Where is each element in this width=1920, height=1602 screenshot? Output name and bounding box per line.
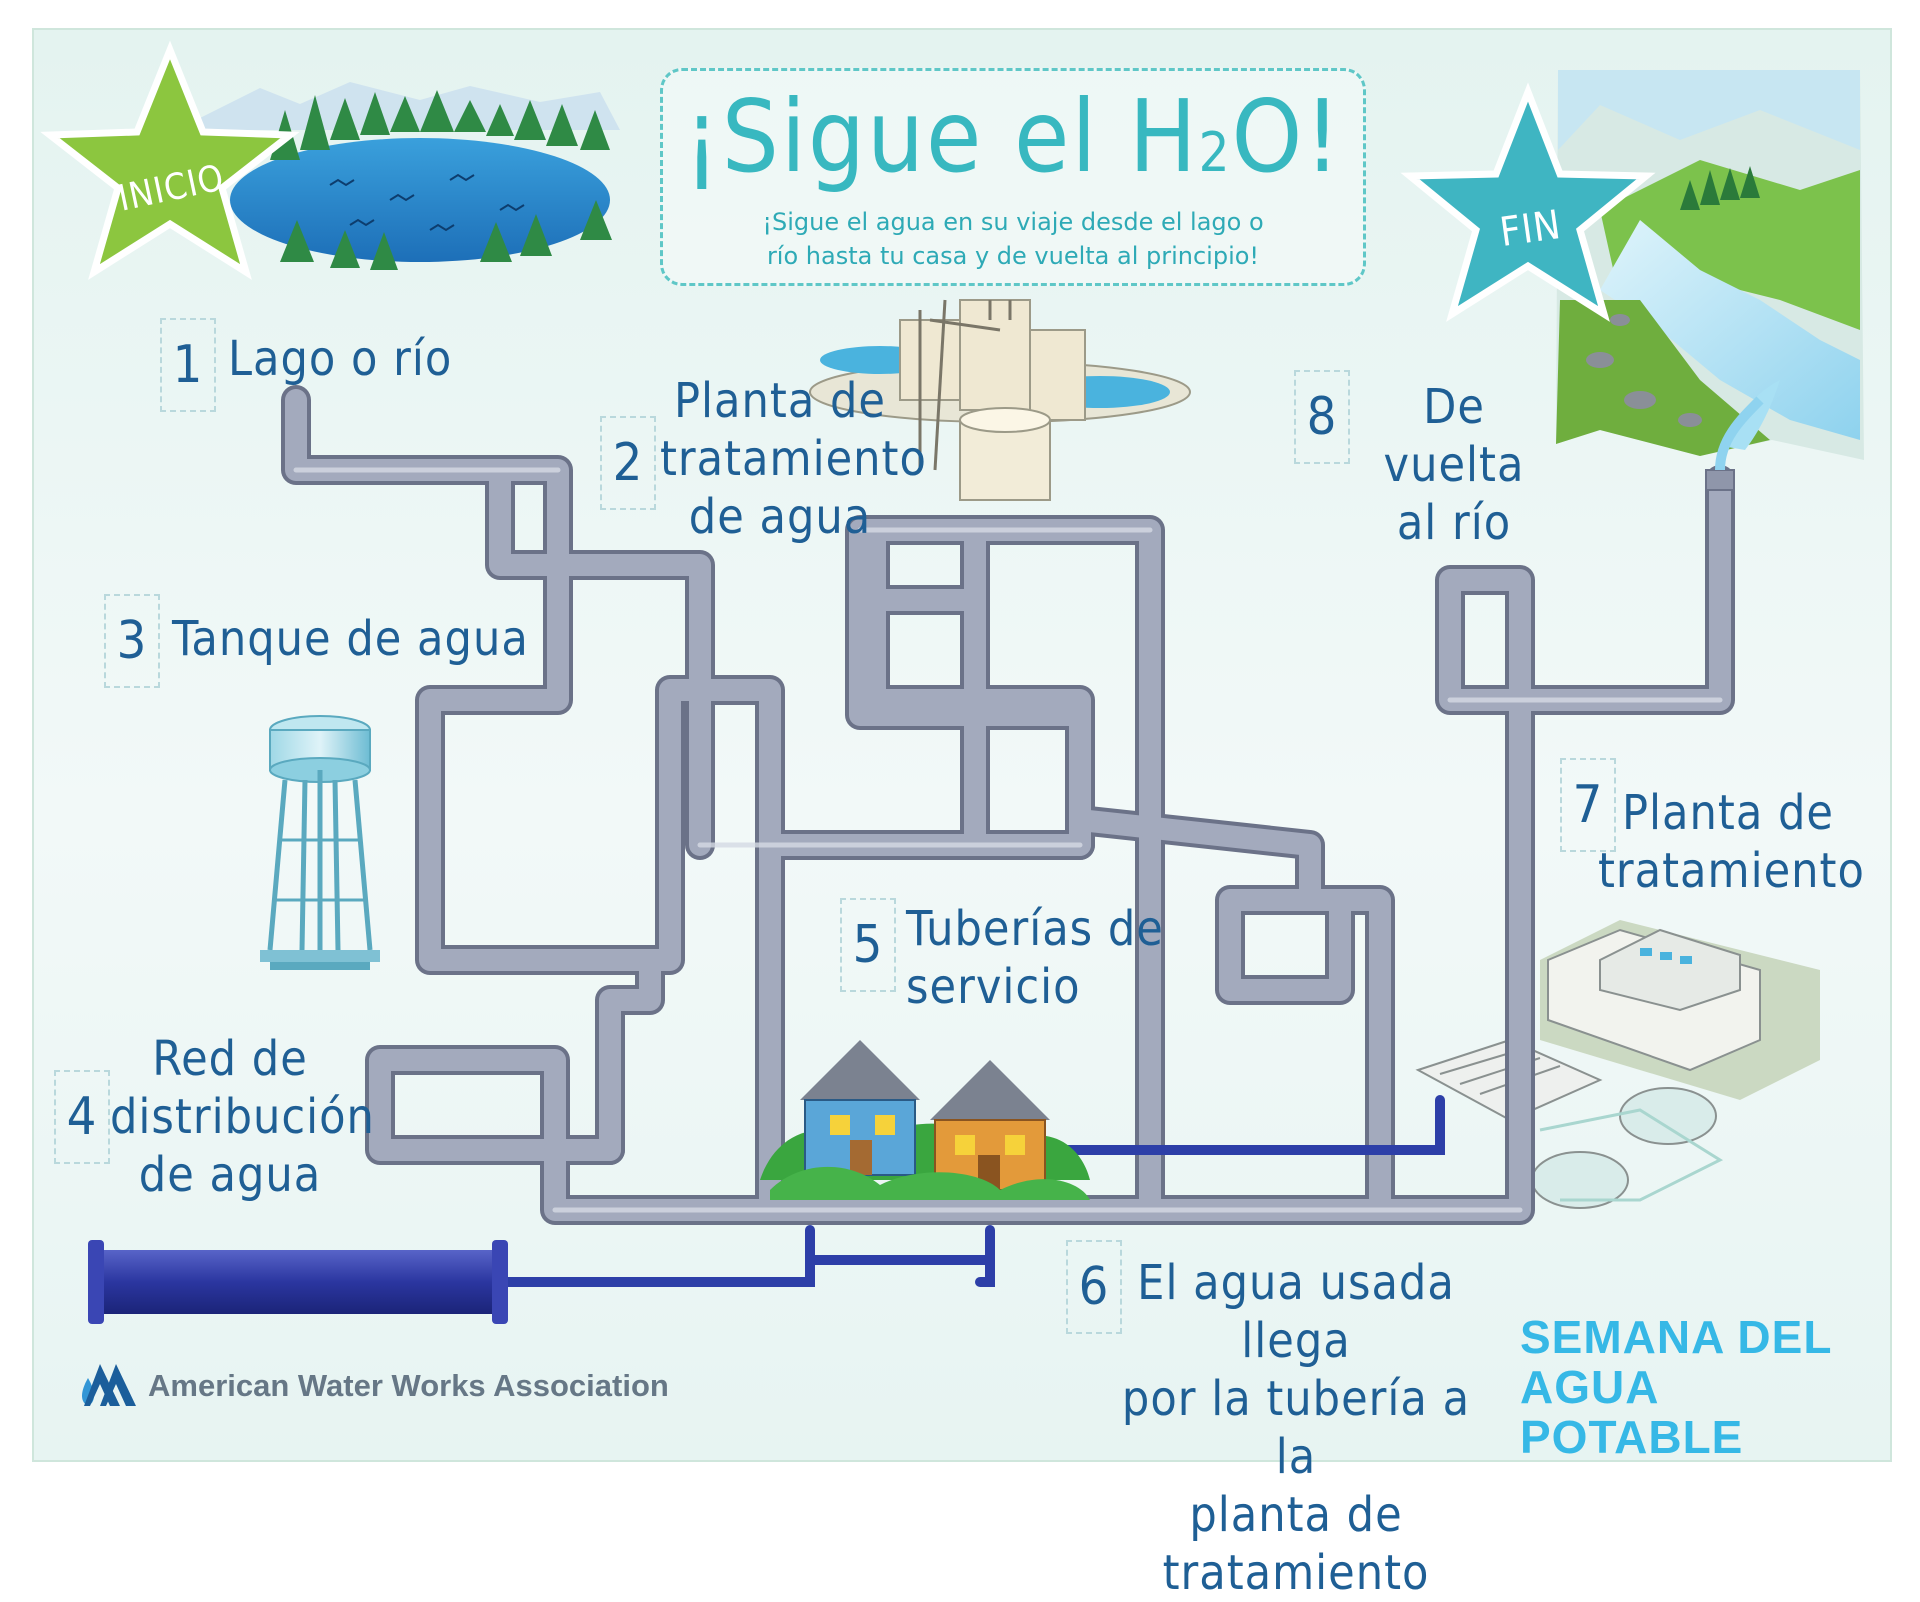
water-tower-illustration bbox=[260, 715, 380, 970]
step-6-number: 6 bbox=[1066, 1240, 1122, 1334]
houses-illustration bbox=[760, 1040, 1090, 1200]
water-treatment-plant-illustration bbox=[809, 299, 1191, 501]
awwa-logo-icon bbox=[82, 1364, 136, 1406]
title-box: ¡Sigue el H2O! ¡Sigue el agua en su viaj… bbox=[660, 68, 1366, 286]
step-1-number: 1 bbox=[160, 318, 216, 412]
step-3-number: 3 bbox=[104, 594, 160, 688]
blue-service-pipes bbox=[495, 1095, 1445, 1287]
end-label: FIN bbox=[1497, 201, 1565, 257]
river-illustration bbox=[1556, 70, 1864, 460]
drinking-water-week-logo: SEMANA DEL AGUA POTABLE bbox=[1520, 1311, 1833, 1463]
wastewater-plant-illustration bbox=[1415, 920, 1820, 1209]
step-6-label: El agua usada llega por la tubería a la … bbox=[1121, 1255, 1471, 1601]
step-8-label: De vuelta al río bbox=[1383, 379, 1525, 551]
page-subtitle: ¡Sigue el agua en su viaje desde el lago… bbox=[762, 208, 1264, 270]
step-3-label: Tanque de agua bbox=[172, 611, 529, 667]
step-4-number: 4 bbox=[54, 1070, 110, 1164]
step-2-label: Planta de tratamiento de agua bbox=[660, 373, 927, 545]
pipe-network bbox=[281, 385, 1735, 1225]
step-2-number: 2 bbox=[600, 416, 656, 510]
pipe-maze-diagram bbox=[40, 40, 1864, 1406]
step-7-label: Planta de tratamiento bbox=[1598, 785, 1865, 899]
lake-illustration bbox=[200, 82, 620, 270]
step-1-label: Lago o río bbox=[228, 331, 453, 387]
start-star bbox=[40, 40, 300, 280]
outflow-spout bbox=[1705, 396, 1764, 491]
step-5-label: Tuberías de servicio bbox=[906, 901, 1164, 1015]
organization-name: American Water Works Association bbox=[148, 1368, 669, 1403]
step-5-number: 5 bbox=[840, 898, 896, 992]
step-7-number: 7 bbox=[1560, 758, 1616, 852]
step-8-number: 8 bbox=[1294, 370, 1350, 464]
end-star bbox=[1400, 82, 1656, 322]
page-title: ¡Sigue el H2O! bbox=[683, 78, 1343, 195]
step-4-label: Red de distribución de agua bbox=[110, 1031, 375, 1203]
water-main bbox=[88, 1240, 508, 1324]
